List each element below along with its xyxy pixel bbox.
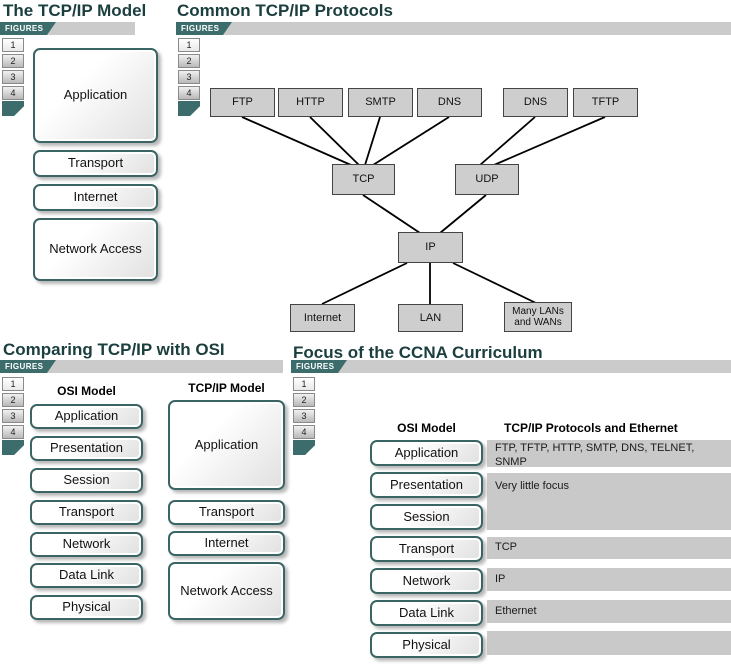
focus-band-presentation-session: Very little focus — [487, 473, 731, 530]
protocol-node-tcp: TCP — [332, 164, 395, 195]
tcpip-layer-internet: Internet — [168, 531, 285, 556]
osi-layer-data-link: Data Link — [370, 600, 483, 626]
osi-layer-data-link: Data Link — [30, 563, 143, 588]
layer-box-application: Application — [33, 48, 158, 143]
figure-tab-3[interactable]: 3 — [2, 70, 24, 84]
figure-tab-1[interactable]: 1 — [2, 38, 24, 52]
figure-tab-4[interactable]: 4 — [293, 425, 315, 439]
panel-title-tcpip-model: The TCP/IP Model — [3, 1, 147, 20]
osi-layer-physical: Physical — [370, 632, 483, 658]
protocol-node-http: HTTP — [278, 88, 343, 117]
focus-band-application: FTP, TFTP, HTTP, SMTP, DNS, TELNET, SNMP — [487, 440, 731, 468]
figure-tab-1[interactable]: 1 — [178, 38, 200, 52]
figures-fold-icon — [178, 101, 200, 116]
panel-title-protocols: Common TCP/IP Protocols — [177, 1, 393, 20]
figures-fold-icon — [293, 440, 315, 455]
figure-tab-2[interactable]: 2 — [2, 54, 24, 68]
figure-tab-1[interactable]: 1 — [293, 377, 315, 391]
figure-tab-1[interactable]: 1 — [2, 377, 24, 391]
layer-box-network-access: Network Access — [33, 218, 158, 281]
layer-box-transport: Transport — [33, 150, 158, 177]
figure-tab-2[interactable]: 2 — [2, 393, 24, 407]
network-node-internet: Internet — [290, 304, 355, 332]
figures-bar — [176, 22, 731, 35]
tcpip-layer-transport: Transport — [168, 500, 285, 525]
osi-layer-session: Session — [370, 504, 483, 530]
tcpip-layer-application: Application — [168, 400, 285, 490]
figure-tab-2[interactable]: 2 — [178, 54, 200, 68]
figures-tab-label: FIGURES — [0, 22, 56, 35]
column-header-osi-model: OSI Model — [57, 384, 116, 398]
osi-layer-network: Network — [370, 568, 483, 594]
tcpip-layer-network-access: Network Access — [168, 562, 285, 620]
protocol-node-dns-udp: DNS — [503, 88, 568, 117]
figures-fold-icon — [2, 101, 24, 116]
network-node-lan: LAN — [398, 304, 463, 332]
figure-tab-3[interactable]: 3 — [2, 409, 24, 423]
figure-tab-2[interactable]: 2 — [293, 393, 315, 407]
figures-bar — [0, 360, 283, 373]
osi-layer-presentation: Presentation — [30, 436, 143, 461]
protocol-node-ftp: FTP — [210, 88, 275, 117]
figures-tab-label: FIGURES — [291, 360, 347, 373]
osi-layer-transport: Transport — [30, 500, 143, 525]
panel-title-comparison: Comparing TCP/IP with OSI — [3, 340, 225, 359]
figure-tab-3[interactable]: 3 — [293, 409, 315, 423]
figures-bar — [291, 360, 731, 373]
focus-band-physical — [487, 631, 731, 655]
focus-band-data-link: Ethernet — [487, 600, 731, 623]
column-header-tcpip-model: TCP/IP Model — [188, 381, 265, 395]
protocol-node-tftp: TFTP — [573, 88, 638, 117]
focus-band-network: IP — [487, 568, 731, 591]
osi-layer-application: Application — [30, 404, 143, 429]
osi-layer-presentation: Presentation — [370, 472, 483, 498]
figures-fold-icon — [2, 440, 24, 455]
figure-tab-4[interactable]: 4 — [178, 86, 200, 100]
layer-box-internet: Internet — [33, 184, 158, 211]
figures-tab-label: FIGURES — [0, 360, 56, 373]
figure-tab-3[interactable]: 3 — [178, 70, 200, 84]
protocol-node-dns-tcp: DNS — [417, 88, 482, 117]
focus-band-transport: TCP — [487, 537, 731, 559]
osi-layer-physical: Physical — [30, 595, 143, 620]
network-node-many-lans-wans: Many LANs and WANs — [504, 302, 572, 332]
protocol-node-smtp: SMTP — [348, 88, 413, 117]
column-header-protocols: TCP/IP Protocols and Ethernet — [504, 421, 678, 435]
protocol-node-udp: UDP — [455, 164, 519, 195]
osi-layer-session: Session — [30, 468, 143, 493]
column-header-osi-model: OSI Model — [397, 421, 456, 435]
protocol-node-ip: IP — [398, 232, 463, 263]
panel-title-ccna-focus: Focus of the CCNA Curriculum — [293, 343, 543, 362]
figures-tab-label: FIGURES — [176, 22, 232, 35]
osi-layer-application: Application — [370, 440, 483, 466]
osi-layer-network: Network — [30, 532, 143, 557]
figure-tab-4[interactable]: 4 — [2, 425, 24, 439]
figure-tab-4[interactable]: 4 — [2, 86, 24, 100]
osi-layer-transport: Transport — [370, 536, 483, 562]
